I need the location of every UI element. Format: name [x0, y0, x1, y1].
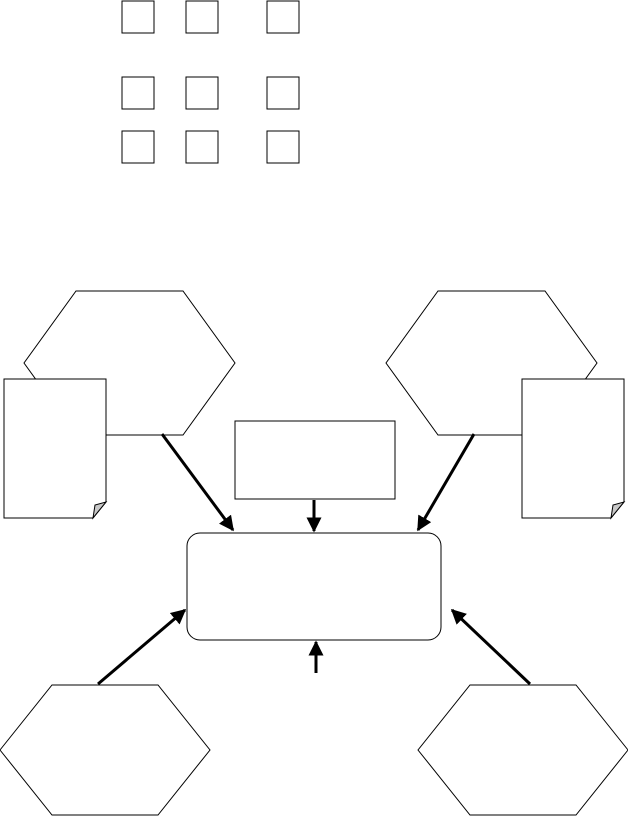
checkbox[interactable]	[185, 0, 219, 34]
checkbox[interactable]	[121, 76, 155, 110]
arrows	[97, 433, 532, 686]
checkbox[interactable]	[266, 0, 300, 34]
checkbox[interactable]	[266, 76, 300, 110]
checkbox[interactable]	[185, 76, 219, 110]
arrow-bottom-right-to-center	[450, 608, 532, 686]
document-right	[521, 378, 625, 519]
checkbox-grid	[121, 0, 300, 164]
document-left-fold	[92, 501, 108, 520]
rectangle-top-center	[234, 420, 396, 500]
document-left	[3, 378, 107, 519]
hexagon-bottom-left	[0, 684, 211, 816]
checkbox[interactable]	[266, 130, 300, 164]
checkbox[interactable]	[121, 0, 155, 34]
arrow-top-right-to-center	[416, 433, 476, 532]
arrow-bottom-left-to-center	[97, 608, 187, 686]
hexagon-bottom-right	[417, 684, 628, 816]
document-right-fold	[610, 501, 626, 520]
arrow-top-left-to-center	[160, 433, 235, 532]
checkbox[interactable]	[185, 130, 219, 164]
checkbox[interactable]	[121, 130, 155, 164]
rounded-rectangle-center	[186, 532, 442, 641]
